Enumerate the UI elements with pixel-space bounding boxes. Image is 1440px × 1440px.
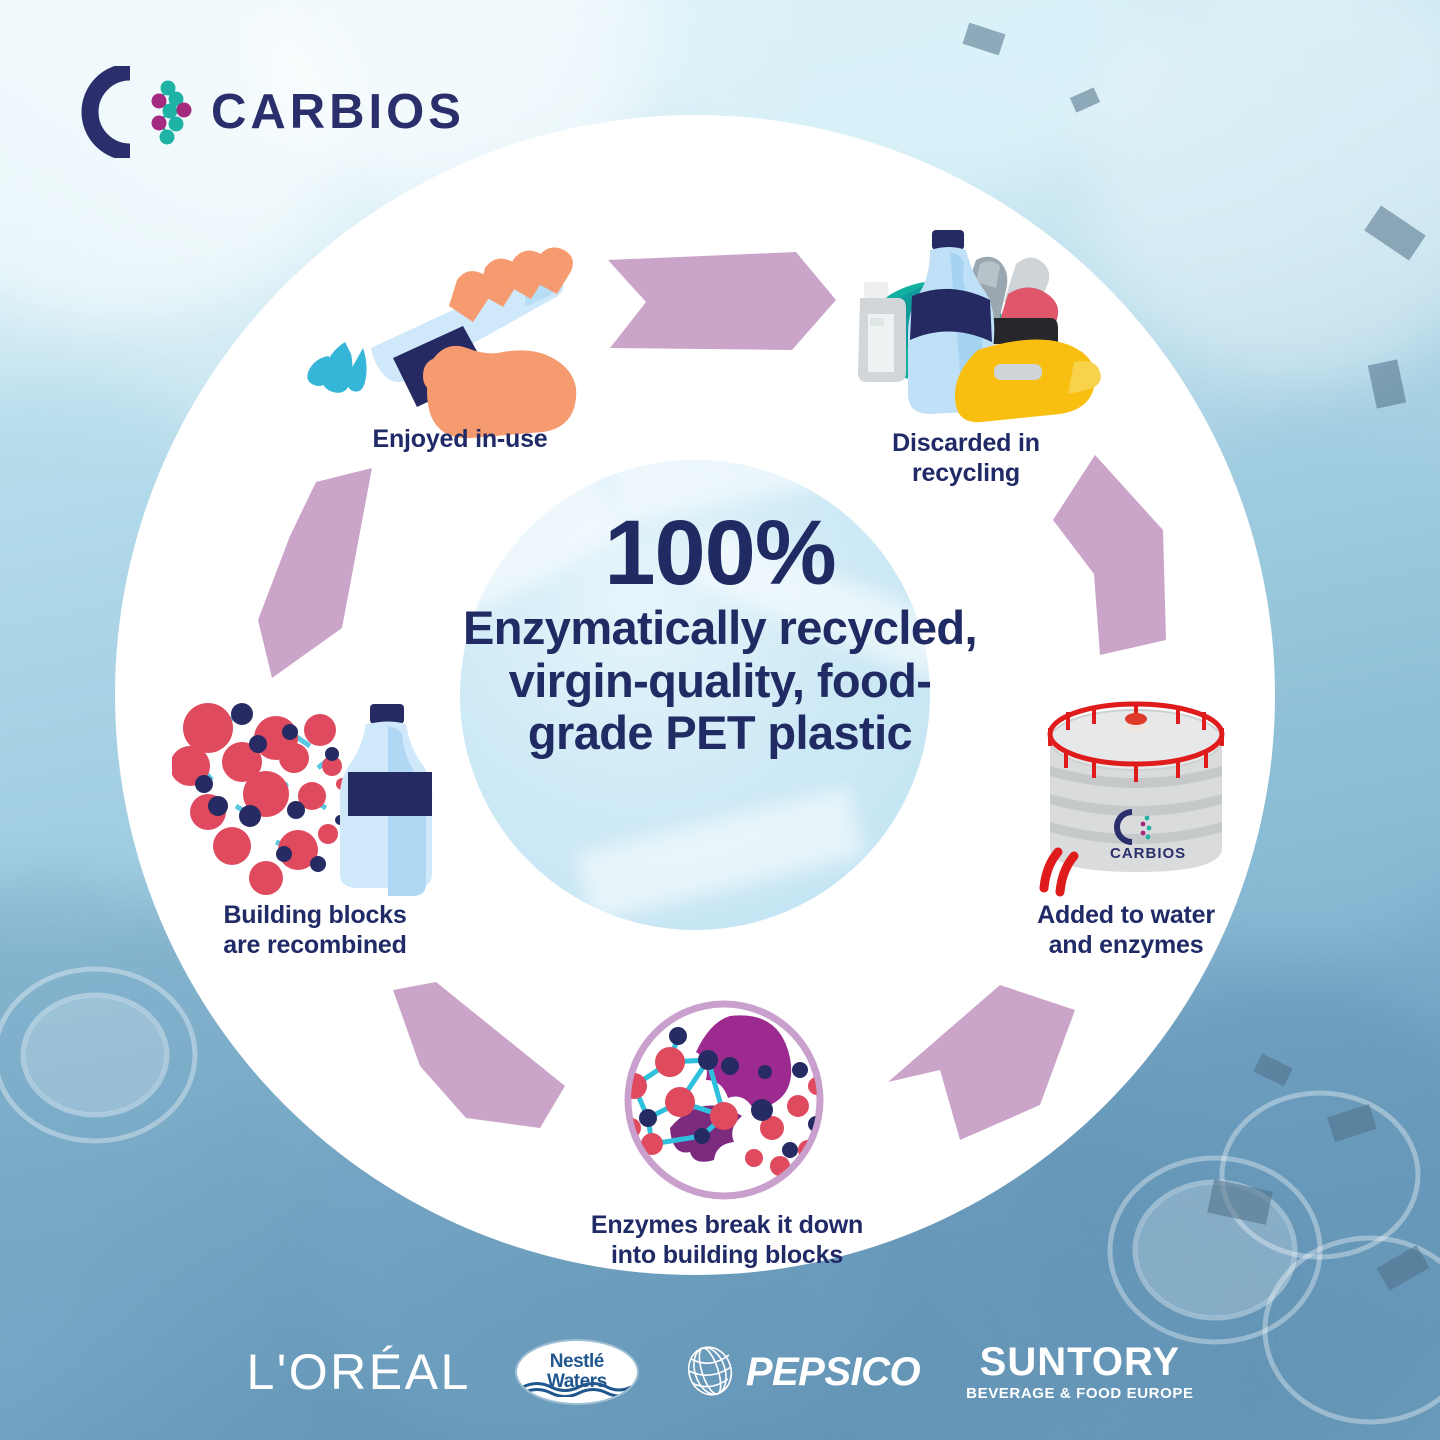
partner-logo-nestle-waters: Nestlé Waters [516, 1341, 637, 1403]
carbios-c-molecule-logo [81, 66, 192, 158]
percent-value: 100% [604, 502, 836, 604]
suntory-wordmark: SUNTORY [979, 1340, 1181, 1384]
arrow-enjoyed-to-discarded [608, 252, 836, 350]
center-body-text: Enzymatically recycled, virgin-quality, … [463, 601, 978, 760]
partner-logo-suntory: SUNTORY BEVERAGE & FOOD EUROPE [966, 1342, 1193, 1402]
partner-logos: L'ORÉAL Nestlé Waters PEPSICO SUNTORY BE… [0, 1326, 1440, 1418]
arrow-enzymes-to-blocks [393, 982, 565, 1128]
nestle-line2: Waters [546, 1370, 607, 1392]
arrow-reactor-to-enzymes [888, 985, 1075, 1140]
step-label-enzymes-break-it-down: Enzymes break it down into building bloc… [590, 1211, 864, 1269]
plastic-waste-pile-icon [858, 230, 1101, 423]
partner-logo-pepsico: PEPSICO [683, 1341, 921, 1403]
cycle-inner-circle [460, 460, 930, 930]
monomers-to-bottle-icon [172, 703, 433, 896]
step-label-discarded-in-recycling: Discarded in recycling [892, 429, 1040, 487]
nestle-line1: Nestlé [549, 1351, 605, 1373]
step-label-added-to-water-and-enzymes: Added to water and enzymes [1037, 901, 1215, 959]
step-label-enjoyed-in-use: Enjoyed in-use [372, 425, 548, 453]
pepsico-wordmark: PEPSICO [745, 1349, 921, 1394]
partner-logo-loreal: L'ORÉAL [246, 1344, 471, 1400]
hand-pouring-bottle-icon [307, 247, 577, 439]
carbios-reactor-tank-icon: CARBIOS [1039, 701, 1225, 897]
carbios-wordmark: CARBIOS [211, 85, 465, 139]
arrow-discarded-to-reactor [1053, 455, 1166, 655]
center-statement: 100% Enzymatically recycled, virgin-qual… [460, 502, 980, 898]
carbios-logo: CARBIOS [72, 66, 465, 158]
arrow-blocks-to-inuse [258, 468, 372, 678]
suntory-subtitle: BEVERAGE & FOOD EUROPE [966, 1385, 1194, 1402]
pepsico-globe-icon [687, 1346, 732, 1396]
step-label-building-blocks-recombined: Building blocks are recombined [223, 901, 407, 959]
nestle-waves-icon [522, 1382, 632, 1397]
enzyme-petri-dish-icon [624, 1000, 824, 1200]
svg-text:CARBIOS: CARBIOS [1110, 845, 1186, 862]
